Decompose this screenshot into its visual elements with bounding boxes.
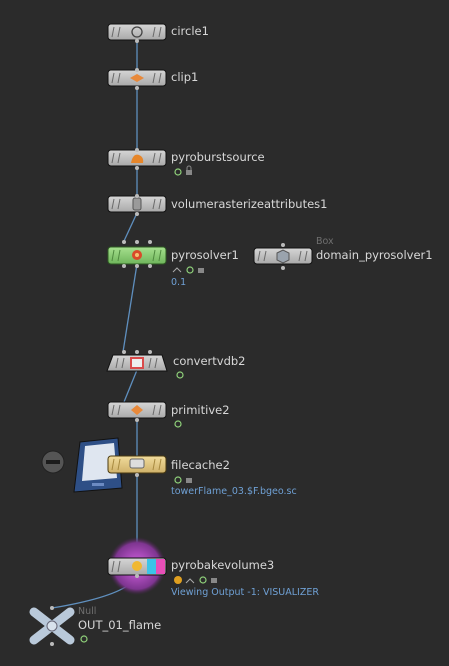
primitive-icon (131, 405, 143, 415)
node-out_01_flame[interactable] (29, 606, 88, 646)
node-pyroburstsource[interactable] (107, 148, 192, 176)
wire-volrast-pyrosolver (123, 212, 138, 242)
node-label-pyrosolver1: pyrosolver1 (171, 248, 239, 262)
wires (51, 40, 138, 609)
node-label-pyroburstsource: pyroburstsource (171, 150, 265, 164)
node-domain_pyrosolver1[interactable] (253, 243, 313, 270)
wire-pyrosolver-convertvdb (122, 263, 138, 353)
wire-convertvdb-primitive (123, 369, 138, 403)
node-type-domain_pyrosolver1: Box (316, 236, 334, 247)
pyroburst-icon (131, 154, 144, 163)
node-pyrosolver1[interactable] (107, 240, 204, 274)
warning-icon (174, 576, 182, 584)
rasterize-icon (132, 197, 142, 211)
node-label-clip1: clip1 (171, 70, 199, 84)
node-pyrobakevolume3[interactable] (107, 537, 217, 595)
node-primitive2[interactable] (107, 401, 182, 428)
node-label-circle1: circle1 (171, 24, 209, 38)
pyrobake-icon (132, 561, 142, 571)
node-label-out_01_flame: OUT_01_flame (78, 618, 162, 632)
node-circle1[interactable] (107, 23, 167, 43)
node-label-domain_pyrosolver1: domain_pyrosolver1 (316, 248, 433, 262)
remove-icon[interactable] (41, 450, 65, 474)
node-label-filecache2: filecache2 (171, 458, 230, 472)
node-label-pyrobakevolume3: pyrobakevolume3 (171, 558, 275, 572)
filecache-display-icon (73, 437, 123, 493)
filecache-icon (129, 458, 145, 469)
circle-icon (131, 26, 143, 38)
node-convertvdb2[interactable] (106, 350, 184, 379)
node-info-pyrobakevolume3: Viewing Output -1: VISUALIZER (171, 587, 319, 598)
node-info-pyrosolver1: 0.1 (171, 277, 187, 288)
node-label-convertvdb2: convertvdb2 (173, 354, 246, 368)
node-volumerasterizeattributes1[interactable] (107, 194, 167, 216)
node-filecache2[interactable] (41, 437, 192, 493)
node-info-filecache2: towerFlame_03.$F.bgeo.sc (171, 486, 297, 497)
null-icon (29, 607, 75, 645)
clip-icon (130, 74, 144, 82)
node-label-volumerasterizeattributes1: volumerasterizeattributes1 (171, 197, 328, 211)
node-label-primitive2: primitive2 (171, 403, 230, 417)
node-type-out_01_flame: Null (78, 606, 97, 617)
box-icon (276, 249, 290, 264)
node-clip1[interactable] (107, 68, 167, 90)
